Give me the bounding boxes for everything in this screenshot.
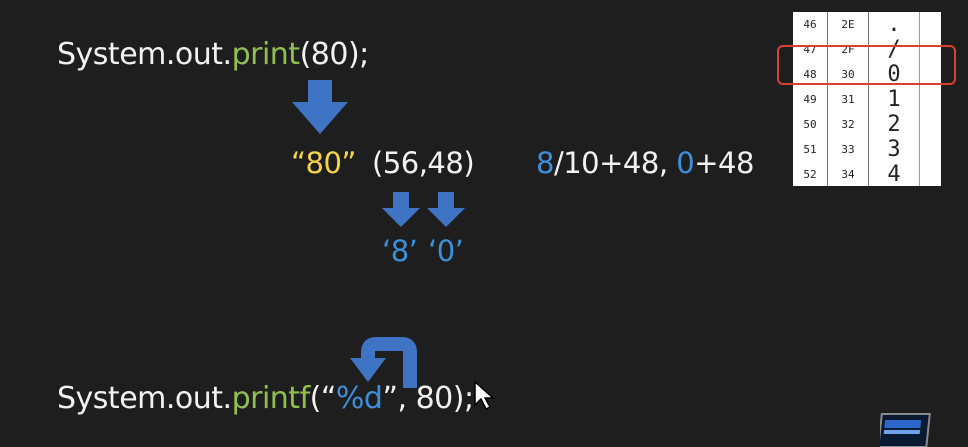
print-prefix: System.out. (57, 37, 232, 72)
down-arrow-icon (292, 80, 348, 134)
ascii-char: 0 (868, 62, 920, 87)
print-args: (80); (299, 37, 370, 72)
printf-statement: System.out.printf(“%d”, 80); (57, 381, 474, 416)
ascii-hex: 32 (827, 112, 869, 137)
ascii-dec: 50 (793, 112, 828, 137)
mouse-cursor-icon (474, 381, 495, 411)
calc-part-1: /10+48, (553, 146, 677, 180)
printf-prefix: System.out. (57, 381, 232, 416)
ascii-hex: 33 (827, 137, 869, 162)
ascii-char: 1 (868, 87, 920, 112)
char-0: ‘0’ (428, 234, 464, 268)
calc-part-2: +48 (694, 146, 754, 180)
ascii-dec: 46 (793, 12, 828, 37)
print-statement: System.out.print(80); (57, 37, 369, 72)
screen-thumbnail-icon (880, 413, 931, 447)
ascii-spacer (920, 112, 931, 137)
ascii-hex: 2E (827, 12, 869, 37)
digit-calculation: 8/10+48, 0+48 (536, 146, 754, 180)
ascii-char: . (868, 12, 920, 37)
char-8: ‘8’ (382, 234, 418, 268)
ascii-hex: 2F (827, 37, 869, 62)
ascii-dec: 52 (793, 162, 828, 186)
ascii-dec: 49 (793, 87, 828, 112)
ascii-hex: 31 (827, 87, 869, 112)
printf-close: ”, 80); (382, 381, 474, 416)
calc-digit-8: 8 (536, 146, 554, 180)
print-method: print (231, 37, 301, 72)
calc-digit-0: 0 (676, 146, 695, 180)
ascii-char: 2 (868, 112, 920, 137)
printf-open: (“ (309, 381, 337, 416)
printf-method: printf (231, 381, 311, 416)
ascii-dec: 48 (793, 62, 828, 87)
ascii-spacer (920, 87, 931, 112)
ascii-dec: 51 (793, 137, 828, 162)
string-80: “80” (291, 146, 356, 180)
down-arrow-icon (382, 192, 420, 227)
down-arrow-icon (427, 192, 465, 227)
ascii-spacer (920, 162, 931, 186)
ascii-char: 4 (868, 162, 920, 186)
highlight-box (777, 45, 956, 85)
ascii-hex: 30 (827, 62, 869, 87)
ascii-pair: (56,48) (372, 146, 475, 180)
ascii-spacer (920, 137, 931, 162)
ascii-char: 3 (868, 137, 920, 162)
ascii-char: / (868, 37, 920, 62)
curved-arrow-icon (350, 337, 417, 388)
ascii-hex: 34 (827, 162, 869, 186)
ascii-spacer (920, 12, 931, 37)
format-specifier: %d (335, 381, 383, 416)
